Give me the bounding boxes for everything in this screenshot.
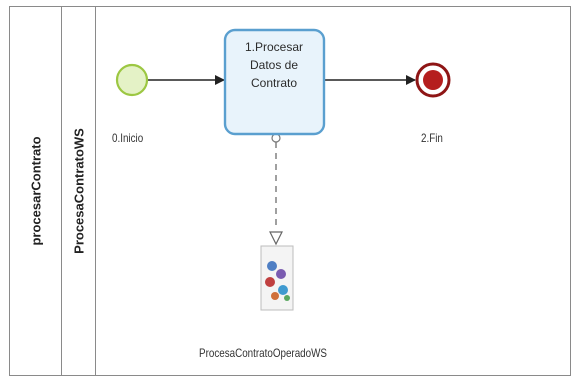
service-object-icon[interactable]: [260, 245, 294, 311]
end-event-inner: [423, 70, 443, 90]
pool-header: procesarContrato: [10, 7, 62, 375]
association-arrowhead: [269, 231, 283, 246]
lane-header: ProcesaContratoWS: [62, 7, 96, 375]
end-event-label: 2.Fin: [421, 131, 443, 145]
service-object-label: ProcesaContratoOperadoWS: [199, 346, 327, 360]
start-event-label: 0.Inicio: [112, 131, 144, 145]
task-procesar-datos-contrato[interactable]: [223, 28, 326, 136]
start-event[interactable]: [115, 63, 149, 97]
task-label: 1.Procesar Datos de Contrato: [244, 40, 304, 90]
